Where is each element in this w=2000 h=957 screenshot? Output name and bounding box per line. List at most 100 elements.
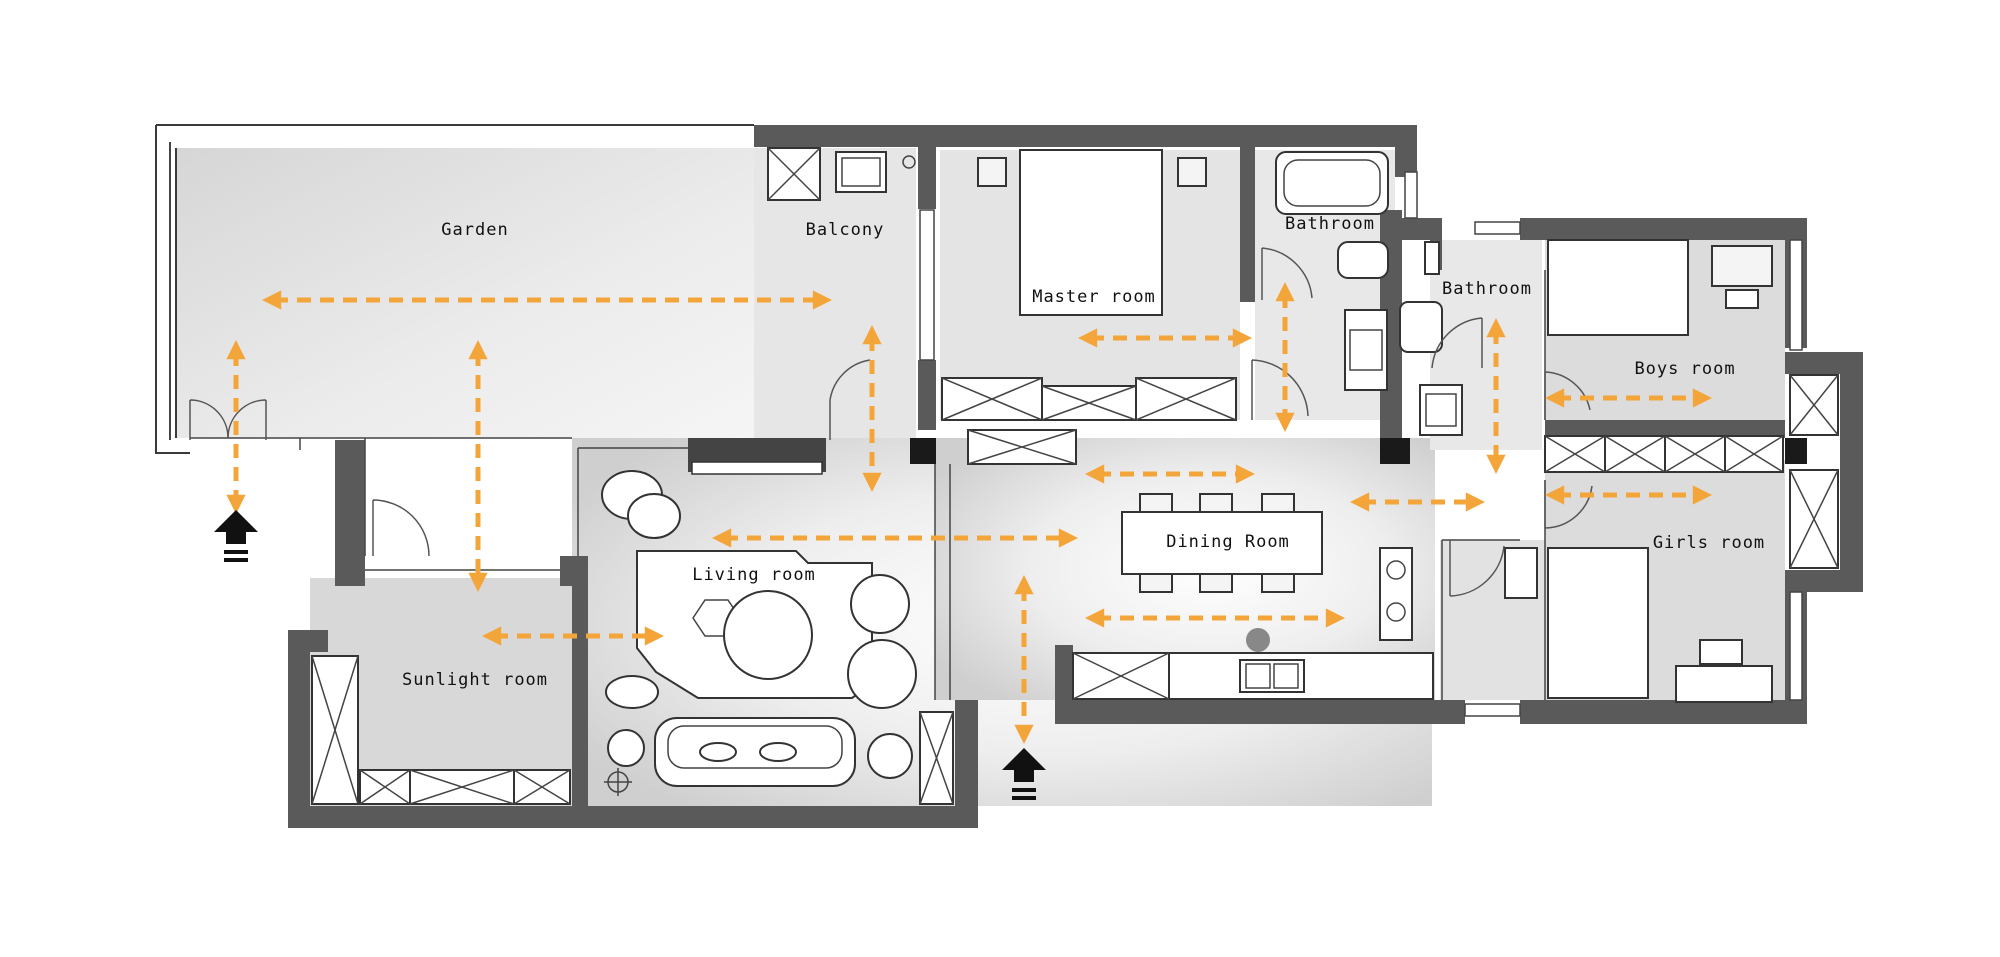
window-girls <box>1789 591 1803 701</box>
master-door <box>1251 359 1309 420</box>
sunlight-door <box>372 499 430 557</box>
nightstand-left <box>977 157 1007 187</box>
label-living-room: Living room <box>692 565 816 585</box>
label-sunlight-room: Sunlight room <box>402 670 548 690</box>
balcony-drain <box>902 155 916 169</box>
wall-top-boys <box>1520 218 1805 240</box>
dining-table <box>1121 511 1323 575</box>
flow-arrow-master-bath-vertical <box>1275 282 1295 432</box>
wall-bottom-girls <box>1520 700 1807 724</box>
garden-outline <box>155 124 754 454</box>
boys-desk <box>1711 245 1773 287</box>
flow-arrow-kids-bath-vertical <box>1486 318 1506 474</box>
pillar-hall <box>910 438 936 464</box>
label-girls-room: Girls room <box>1653 533 1765 553</box>
label-bathroom-master: Bathroom <box>1285 214 1375 234</box>
master-bed <box>1019 149 1163 316</box>
wall-closet-bottom <box>1785 570 1863 592</box>
label-boys-room: Boys room <box>1634 359 1735 379</box>
label-garden: Garden <box>441 220 508 240</box>
garden-floor <box>176 148 754 438</box>
wall-boys-girls <box>1545 420 1785 438</box>
garden-door-right <box>227 399 267 440</box>
boys-chair <box>1725 289 1759 309</box>
sink-master <box>1344 309 1388 391</box>
flow-arrow-living-dining <box>712 528 1078 548</box>
kitchen-door <box>1449 540 1505 597</box>
wall-sunlight-div <box>572 560 588 806</box>
master-bath-door <box>1261 247 1313 300</box>
flow-arrow-girls-horizontal <box>1545 485 1712 505</box>
flow-arrow-balcony-living <box>862 325 882 492</box>
wall-living-post <box>560 556 588 586</box>
cook-figure <box>1246 628 1270 652</box>
pillar-boys <box>1785 438 1807 464</box>
kids-bath-door <box>1431 317 1483 369</box>
label-dining-room: Dining Room <box>1166 532 1290 552</box>
bath-shelf <box>1424 241 1440 275</box>
wall-closet-right-v <box>1840 352 1863 590</box>
window-balcony-master <box>919 209 935 361</box>
toilet-master <box>1337 241 1389 279</box>
flow-arrow-garden-horizontal <box>262 290 832 310</box>
flow-arrow-kitchen-to-boys <box>1350 492 1485 512</box>
wall-master-bath <box>1240 147 1255 302</box>
flow-arrow-sunlight-living <box>482 626 664 646</box>
doors <box>189 247 1593 597</box>
girls-bed <box>1547 547 1649 699</box>
flow-arrow-dining-bottom <box>1085 608 1345 628</box>
wall-top-kidsbath <box>1402 218 1442 240</box>
wall-living-right <box>955 700 978 828</box>
wall-sunlight-left <box>288 630 310 826</box>
room-labels: Garden Balcony Master room Bathroom Bath… <box>402 214 1765 690</box>
pouf-2 <box>847 639 917 709</box>
wall-kitchen-left <box>1055 645 1073 724</box>
boys-bed <box>1547 239 1689 336</box>
master-wardrobe <box>941 377 1237 465</box>
flow-arrow-garden-sunlight <box>468 340 488 592</box>
lounge-chair <box>605 675 659 709</box>
wall-bottom-kitchen <box>1055 700 1465 724</box>
toilet-kids <box>1399 301 1443 353</box>
stove <box>1379 547 1413 641</box>
label-master-room: Master room <box>1032 287 1156 307</box>
girls-chair <box>1699 639 1743 665</box>
window-bath <box>1404 171 1418 219</box>
window-kitchen <box>1464 703 1521 717</box>
nightstand-right <box>1177 157 1207 187</box>
pouf-1 <box>850 574 910 634</box>
armchair-2 <box>627 493 681 539</box>
wall-right-bath <box>1395 125 1417 177</box>
fridge <box>1504 547 1538 599</box>
wall-sunlight-small <box>335 440 365 558</box>
girls-desk <box>1675 665 1773 703</box>
label-bathroom-kids: Bathroom <box>1442 279 1532 299</box>
entry-arrow-garden <box>214 510 258 562</box>
bathtub <box>1275 151 1389 215</box>
boys-door <box>1544 371 1591 420</box>
flow-arrow-entry-dining <box>1014 575 1034 744</box>
circulation-arrows <box>226 282 1712 744</box>
window-kidsbath <box>1474 221 1521 235</box>
coffee-table <box>723 590 813 680</box>
flow-arrow-garden-entry <box>226 340 246 514</box>
kitchen-sink <box>1239 659 1305 693</box>
pillar-bath <box>1380 438 1410 464</box>
tv-shelf <box>691 461 823 475</box>
wall-top-balcony <box>754 125 1416 147</box>
wall-sunlight-post <box>335 556 365 586</box>
flow-arrow-boys-horizontal <box>1545 388 1712 408</box>
wall-sunlight-left-top <box>288 630 328 652</box>
garden-door-left <box>189 399 229 440</box>
furniture <box>311 147 1839 805</box>
label-balcony: Balcony <box>806 220 885 240</box>
entry-arrow-main <box>1002 748 1046 800</box>
flow-arrow-dining-top <box>1085 464 1255 484</box>
interior-lines <box>190 171 1803 717</box>
wall-balcony-master <box>918 147 936 209</box>
sunlight-wardrobe <box>311 655 571 805</box>
pouf-3 <box>867 733 913 779</box>
boys-wardrobe <box>1544 435 1784 473</box>
flow-arrow-master-horizontal <box>1078 328 1252 348</box>
